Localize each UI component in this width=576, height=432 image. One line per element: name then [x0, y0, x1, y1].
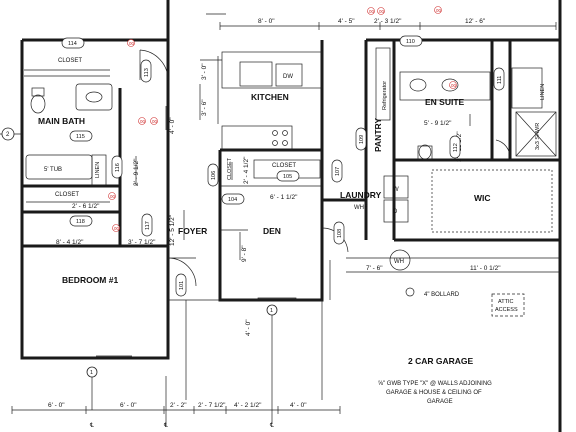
tag-107: 107: [335, 167, 341, 176]
dim-bot-4-0: 4' - 0": [290, 402, 307, 409]
note-1: 00: [129, 41, 135, 46]
note-3: 00: [152, 119, 158, 124]
door-tag-numbers: 114 113 115 116 117 118 110 111 109 107 …: [68, 39, 503, 290]
washer-label: W: [393, 187, 399, 193]
shower-label: 3x3 SHWR: [535, 123, 541, 150]
tag-118: 118: [76, 219, 85, 225]
tag-116: 116: [115, 163, 121, 172]
item-labels: CLOSET CLOSET CLOSET CLOSET LINEN LINEN …: [44, 58, 546, 405]
dryer-label: D: [393, 209, 398, 215]
centerline-2: ℄: [163, 423, 168, 429]
dim-den-6-1: 6' - 1 1/2": [270, 194, 298, 201]
room-bedroom: BEDROOM #1: [62, 275, 118, 285]
room-main-bath: MAIN BATH: [38, 116, 85, 126]
grid-2: 2: [6, 132, 10, 138]
dim-bed-8-4: 8' - 4 1/2": [56, 239, 84, 246]
dim-bath-2-9: 2' - 9 1/2": [133, 158, 140, 186]
note-2: 00: [140, 119, 146, 124]
garage-note-2: GARAGE & HOUSE & CEILING OF: [386, 390, 482, 396]
annotation-numbers: 00 00 00 00 00 00 00 00 00: [110, 8, 457, 231]
dim-bot-2-7: 2' - 7 1/2": [198, 402, 226, 409]
tag-109: 109: [359, 135, 365, 144]
dim-kitchen-3-0: 3' - 0": [201, 63, 208, 80]
dim-foyer-12-5: 12' - 5 1/2": [169, 214, 176, 246]
tag-105: 105: [283, 174, 292, 180]
centerline-3: ℄: [269, 423, 274, 429]
closet-den-label: CLOSET: [272, 163, 296, 169]
plan-lines: [0, 13, 560, 426]
note-7: 00: [379, 9, 385, 14]
walls: [20, 0, 562, 432]
tag-108: 108: [337, 229, 343, 238]
wh-label: WH: [394, 259, 404, 265]
tag-111: 111: [497, 76, 503, 84]
grid-1b: 1: [270, 308, 273, 314]
tag-101: 101: [179, 281, 185, 290]
tag-104: 104: [228, 197, 237, 203]
linen-suite-label: LINEN: [540, 84, 546, 100]
dim-kitchen-3-6: 3' - 6": [201, 99, 208, 116]
closet-top-label: CLOSET: [58, 58, 82, 64]
dim-den-2-4: 2' - 4 1/2": [243, 156, 250, 184]
dim-bot-6-0a: 6' - 0": [48, 402, 65, 409]
dim-bot-6-0b: 6' - 0": [120, 402, 137, 409]
dim-suite-5-9: 5' - 9 1/2": [424, 120, 452, 127]
dim-lower-4-0: 4' - 0": [245, 319, 252, 336]
dim-garage-11-0: 11' - 0 1/2": [470, 265, 501, 272]
tag-106: 106: [211, 171, 217, 180]
door-tags: [61, 35, 505, 297]
dim-bot-2-2: 2' - 2": [170, 402, 187, 409]
centerline-1: ℄: [89, 423, 94, 429]
note-4: 00: [110, 194, 116, 199]
closet-bath-label: CLOSET: [55, 192, 79, 198]
note-9: 00: [436, 8, 442, 13]
tub-label: 5' TUB: [44, 167, 62, 173]
dim-bed-3-7: 3' - 7 1/2": [128, 239, 156, 246]
room-kitchen: KITCHEN: [251, 92, 289, 102]
dim-top-12-6: 12' - 6": [465, 18, 486, 25]
dim-den-9-8: 9' - 8": [241, 245, 248, 262]
tag-110: 110: [406, 39, 415, 45]
dim-garage-7-6: 7' - 6": [366, 265, 383, 272]
note-8: 00: [451, 83, 457, 88]
dim-top-4-5: 4' - 5": [338, 18, 355, 25]
dw-label: DW: [283, 74, 293, 80]
dim-bath-2-6: 2' - 6 1/2": [72, 203, 100, 210]
whf-label: WHF: [354, 205, 368, 211]
tag-114: 114: [68, 41, 77, 47]
garage-note-1: ⅝" GWB TYPE "X" @ WALLS ADJOINING: [378, 381, 492, 387]
tag-117: 117: [145, 221, 151, 230]
room-garage: 2 CAR GARAGE: [408, 356, 474, 366]
tag-112: 112: [453, 143, 459, 152]
dim-bot-4-2: 4' - 2 1/2": [234, 402, 262, 409]
refrigerator-label: Refrigerator: [382, 81, 388, 110]
note-6: 00: [369, 9, 375, 14]
room-laundry: LAUNDRY: [340, 190, 382, 200]
room-foyer: FOYER: [178, 226, 207, 236]
linen-bath-label: LINEN: [95, 162, 101, 178]
dim-hall-4-0: 4' - 0": [169, 117, 176, 134]
grid-1a: 1: [90, 370, 93, 376]
room-wic: WIC: [474, 193, 491, 203]
bollard-label: 4" BOLLARD: [424, 292, 460, 298]
access-label: ACCESS: [495, 307, 518, 313]
room-den: DEN: [263, 226, 281, 236]
dim-top-2-3: 2' - 3 1/2": [374, 18, 402, 25]
annotation-bubbles: [108, 6, 457, 232]
grid-marker-text: 2 1 1 ℄ ℄ ℄: [6, 132, 274, 429]
room-labels: MAIN BATH KITCHEN EN SUITE PANTRY LAUNDR…: [38, 92, 491, 366]
tag-113: 113: [144, 68, 150, 77]
dimensions: 8' - 0" 4' - 5" 2' - 3 1/2" 12' - 6" 3' …: [48, 18, 501, 409]
room-pantry: PANTRY: [373, 118, 383, 152]
closet-vert-label: CLOSET: [227, 157, 233, 180]
note-5: 00: [114, 226, 120, 231]
grid-markers: [1, 127, 278, 378]
room-en-suite: EN SUITE: [425, 97, 465, 107]
dim-top-8-0: 8' - 0": [258, 18, 275, 25]
garage-note-3: GARAGE: [427, 399, 453, 405]
attic-label: ATTIC: [498, 299, 514, 305]
tag-115: 115: [76, 134, 85, 140]
